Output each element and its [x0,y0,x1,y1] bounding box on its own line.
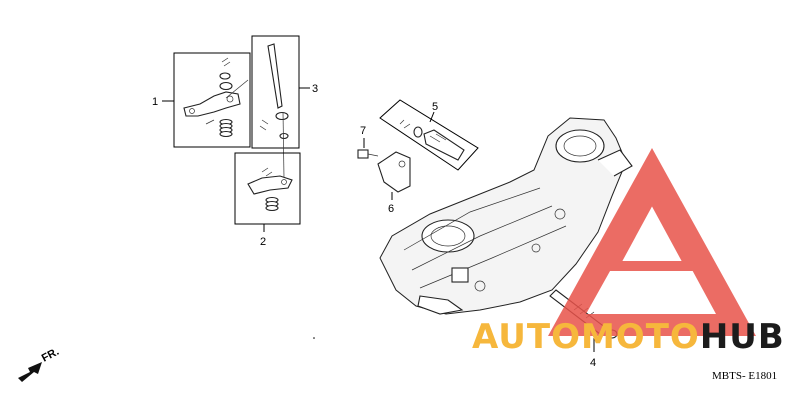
lower-flange [417,295,464,315]
group-5-frame [379,99,479,171]
fitting [474,280,486,292]
fitting [531,243,541,253]
throttle-bore-inner [563,135,597,157]
washer-part [275,111,289,121]
bracket-part [247,175,293,195]
front-arrow-icon [18,362,42,382]
bolt-part [357,149,369,159]
throttle-body [379,117,633,315]
watermark-inner-triangle-icon [605,185,699,271]
screw-thread [429,133,447,143]
spring-part [265,196,279,212]
link-rod-part [267,43,283,109]
callout-6: 6 [388,203,394,215]
drawing-code: MBTS- E1801 [712,370,777,382]
throttle-bracket-part [377,151,411,193]
clip-part [259,119,269,131]
callout-5: 5 [432,101,438,113]
clip-part [399,119,411,129]
group-1-frame [173,52,251,148]
bolt-shank [367,153,379,157]
housing-detail [403,187,567,289]
assembly-guide-line [225,79,249,99]
fitting [554,208,566,220]
watermark-logo [548,148,756,336]
washer-part [413,126,423,138]
part-group-1: 1 [152,52,251,148]
spring-part [219,118,233,138]
watermark-brand-part2: HUB [700,317,785,357]
part-group-3: 3 [225,35,318,179]
front-label: FR. [40,346,61,365]
bracket-hole [398,160,406,168]
callout-3: 3 [312,83,318,95]
sensor-connector [451,267,469,283]
bracket-part [183,91,241,117]
screw-part [261,167,273,177]
leader-5 [429,111,435,123]
callout-4: 4 [590,357,596,369]
watermark-brand-part1: AUTOMOTO [472,317,700,357]
callout-1: 1 [152,96,158,108]
callout-7: 7 [360,125,366,137]
part-6: 6 [377,151,411,215]
washer-part [279,132,289,140]
throttle-bore-inner [430,225,466,247]
bracket-hole [281,179,287,185]
linkage-arm [597,149,633,177]
washer-part [219,72,231,80]
part-7: 7 [357,125,379,159]
screw-part [221,57,231,67]
group-3-frame [251,35,300,149]
part-group-2: 2 [234,152,301,248]
assembly-guide-line [282,111,285,179]
pin-part [205,119,215,125]
bracket-hole [189,108,195,114]
adjust-screw-part [423,129,465,161]
callout-2: 2 [260,236,266,248]
nut-part [219,81,233,91]
stray-dot [313,337,315,339]
watermark-triangle-icon [548,148,756,336]
bracket-hole [226,95,234,103]
group-2-frame [234,152,301,225]
watermark-text: AUTOMOTOHUB [472,317,785,357]
part-group-5: 5 [379,99,479,171]
throttle-bore-upper [555,129,605,163]
front-direction-indicator: FR. [18,346,61,382]
